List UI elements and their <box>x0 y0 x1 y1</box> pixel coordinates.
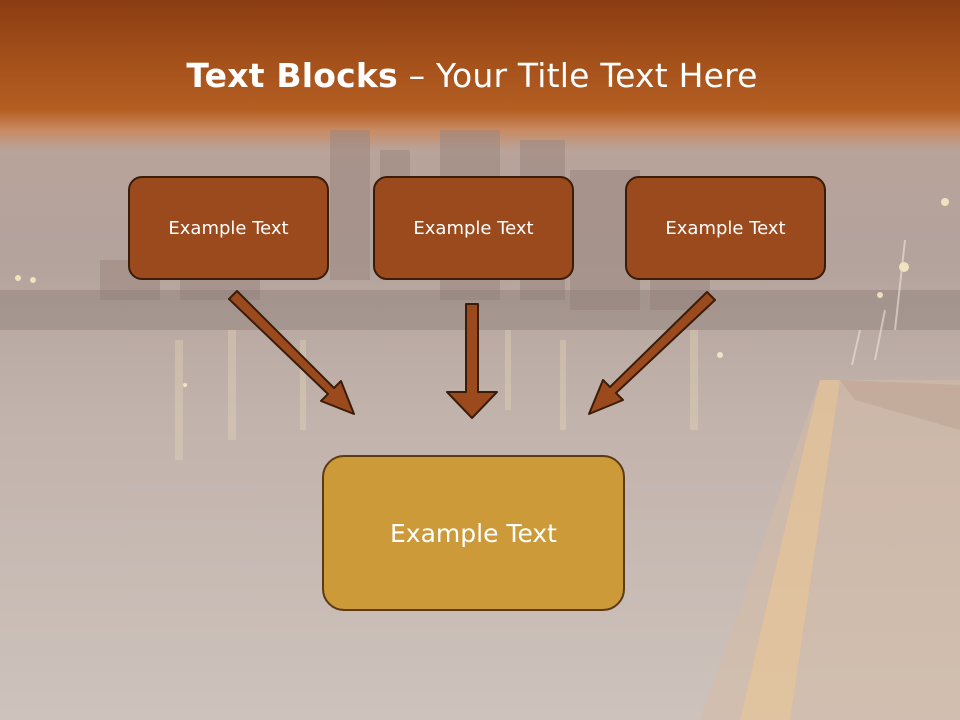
background-city-image <box>0 130 960 720</box>
text-block-3-label: Example Text <box>665 217 786 239</box>
title-separator: – <box>397 56 436 95</box>
text-block-main[interactable]: Example Text <box>322 455 625 611</box>
text-block-3[interactable]: Example Text <box>625 176 826 280</box>
text-block-2-label: Example Text <box>413 217 534 239</box>
slide-title: Text Blocks – Your Title Text Here <box>0 52 944 100</box>
title-bold-part: Text Blocks <box>186 56 398 95</box>
text-block-main-label: Example Text <box>390 518 557 548</box>
title-rest: Your Title Text Here <box>435 56 758 95</box>
text-block-1-label: Example Text <box>168 217 289 239</box>
text-block-1[interactable]: Example Text <box>128 176 329 280</box>
text-block-2[interactable]: Example Text <box>373 176 574 280</box>
